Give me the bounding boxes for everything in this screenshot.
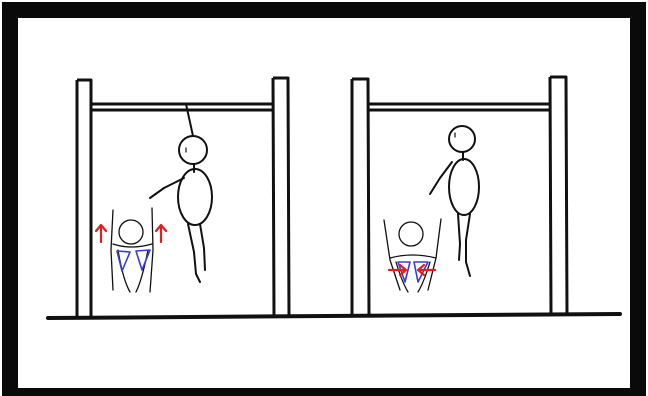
left-leg-2 [200,224,205,270]
right-pullup-frame [352,77,567,316]
left-bar [91,104,273,110]
left-panel [77,78,289,316]
left-detail-head [119,220,143,244]
right-leg-2 [466,214,470,276]
right-detail-arm-1 [384,220,400,290]
left-leg-1 [188,224,200,282]
left-post-2 [273,78,289,316]
outer-frame [10,10,638,396]
ground-line [48,314,620,318]
right-post-1 [352,79,369,316]
right-torso [449,159,479,215]
left-scapulae [117,250,150,271]
right-detail-shoulders [390,255,436,258]
right-detail-arm-2 [428,219,441,290]
left-post-1 [77,80,91,316]
left-up-arrow-1 [96,225,106,242]
right-detail-head [399,222,423,246]
left-up-arrows [96,225,166,242]
left-up-arrow-2 [156,225,166,242]
right-leg-1 [458,214,460,260]
right-post-2 [550,77,567,314]
right-stick-figure [430,126,479,276]
right-back-detail [384,219,441,292]
left-pullup-frame [77,78,289,316]
right-bar [368,104,550,110]
left-detail-arm-1 [111,210,113,290]
left-head [179,136,207,164]
right-head [449,126,475,152]
left-stick-figure [150,104,212,282]
right-panel [352,77,567,316]
